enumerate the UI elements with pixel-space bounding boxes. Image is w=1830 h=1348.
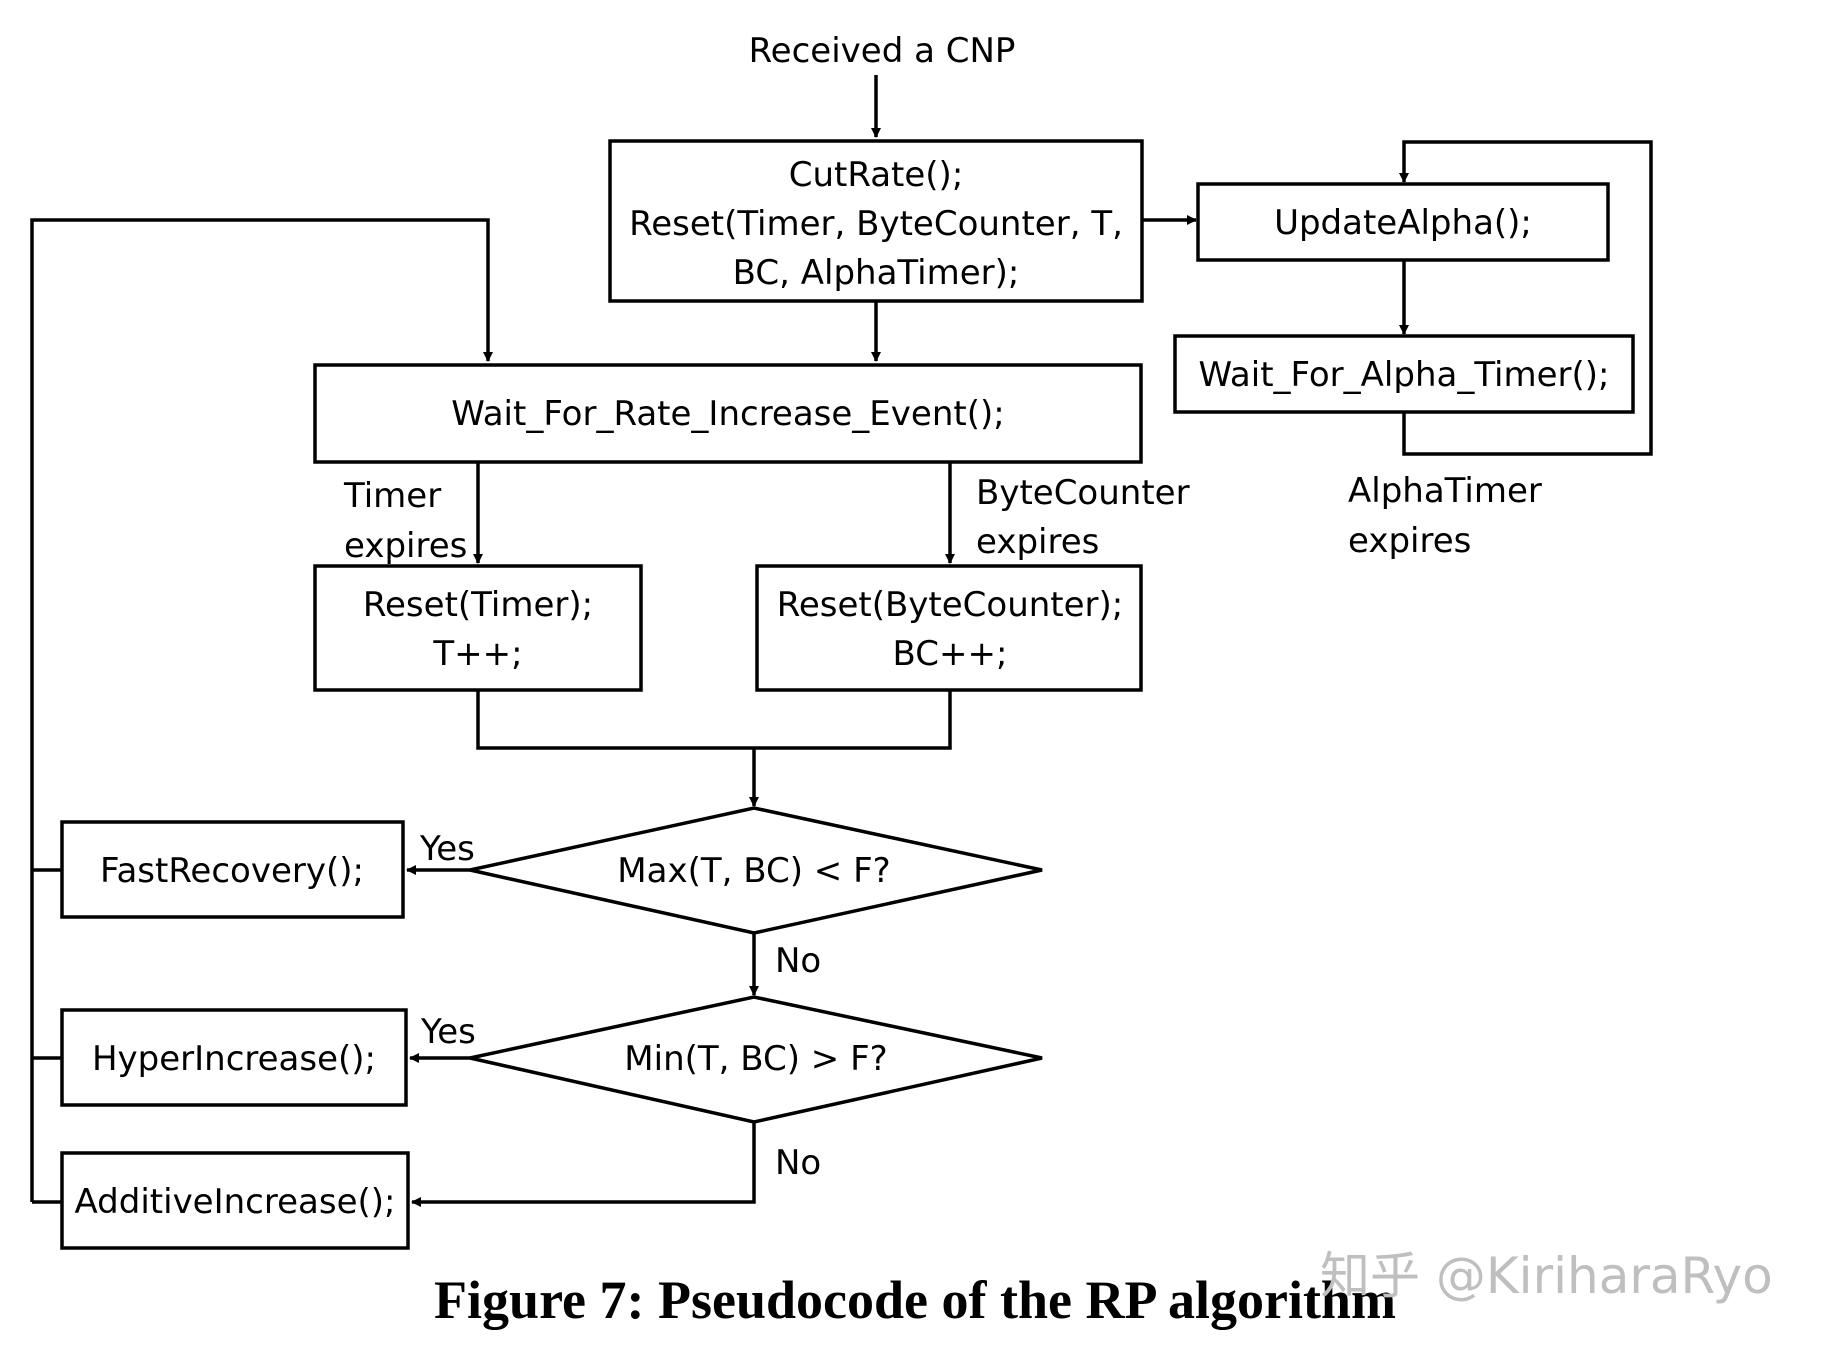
fastrecovery-text: FastRecovery();	[100, 851, 364, 891]
arrow-min-no-to-additiveincrease	[411, 1122, 756, 1207]
resettimer-line-1: Reset(Timer);	[363, 585, 593, 625]
updatealpha-text: UpdateAlpha();	[1274, 203, 1532, 243]
fastrecovery-node: FastRecovery();	[60, 820, 405, 919]
watermark: 知乎 @KiriharaRyo	[1320, 1247, 1773, 1305]
waitrate-text: Wait_For_Rate_Increase_Event();	[451, 394, 1004, 434]
min-decision-text: Min(T, BC) > F?	[624, 1039, 887, 1079]
timer-expires-label-line-1: Timer	[343, 476, 441, 516]
additiveincrease-box	[60, 1151, 410, 1250]
fastrecovery-box	[60, 820, 405, 919]
cutrate-line-1: CutRate();	[789, 155, 964, 195]
resettimer-node: Reset(Timer); T++;	[313, 564, 643, 692]
hyperincrease-node: HyperIncrease();	[60, 1008, 408, 1107]
hyperincrease-box	[60, 1008, 408, 1107]
cutrate-box	[608, 139, 1144, 303]
max-decision-diamond	[469, 806, 1043, 935]
updatealpha-node: UpdateAlpha();	[1196, 182, 1610, 262]
max-decision-node: Max(T, BC) < F?	[469, 806, 1043, 935]
max-decision-text: Max(T, BC) < F?	[617, 851, 890, 891]
resetbytecounter-box	[755, 564, 1143, 692]
additiveincrease-text: AdditiveIncrease();	[75, 1182, 396, 1222]
cutrate-line-2: Reset(Timer, ByteCounter, T,	[629, 204, 1123, 244]
resetbytecounter-line-2: BC++;	[893, 634, 1008, 674]
waitalpha-node: Wait_For_Alpha_Timer();	[1173, 334, 1635, 414]
merge-line	[476, 690, 952, 750]
start-label: Received a CNP	[749, 31, 1016, 71]
waitrate-node: Wait_For_Rate_Increase_Event();	[313, 363, 1143, 464]
waitrate-box	[313, 363, 1143, 464]
bytecounter-expires-label-line-1: ByteCounter	[976, 473, 1190, 513]
resetbytecounter-line-1: Reset(ByteCounter);	[777, 585, 1124, 625]
resettimer-line-2: T++;	[432, 634, 522, 674]
connectors	[30, 75, 1653, 1207]
min-decision-diamond	[469, 995, 1043, 1124]
hyperincrease-text: HyperIncrease();	[92, 1039, 376, 1079]
yes-label-max: Yes	[419, 829, 475, 869]
updatealpha-box	[1196, 182, 1610, 262]
cutrate-node: CutRate(); Reset(Timer, ByteCounter, T, …	[608, 139, 1144, 303]
cutrate-line-3: BC, AlphaTimer);	[733, 253, 1020, 293]
no-label-min: No	[775, 1143, 821, 1183]
no-label-max: No	[775, 941, 821, 981]
alphatimer-label-line-1: AlphaTimer	[1348, 471, 1542, 511]
yes-label-min: Yes	[420, 1012, 476, 1052]
alphatimer-label-line-2: expires	[1348, 521, 1471, 561]
resettimer-box	[313, 564, 643, 692]
waitalpha-box	[1173, 334, 1635, 414]
arrow-alpha-loop	[1399, 140, 1653, 456]
figure-caption: Figure 7: Pseudocode of the RP algorithm	[434, 1270, 1396, 1330]
bytecounter-expires-label-line-2: expires	[976, 522, 1099, 562]
min-decision-node: Min(T, BC) > F?	[469, 995, 1043, 1124]
resetbytecounter-node: Reset(ByteCounter); BC++;	[755, 564, 1143, 692]
waitalpha-text: Wait_For_Alpha_Timer();	[1198, 355, 1609, 395]
timer-expires-label-line-2: expires	[344, 526, 467, 566]
arrow-feedback-loop	[30, 218, 493, 1202]
additiveincrease-node: AdditiveIncrease();	[60, 1151, 410, 1250]
